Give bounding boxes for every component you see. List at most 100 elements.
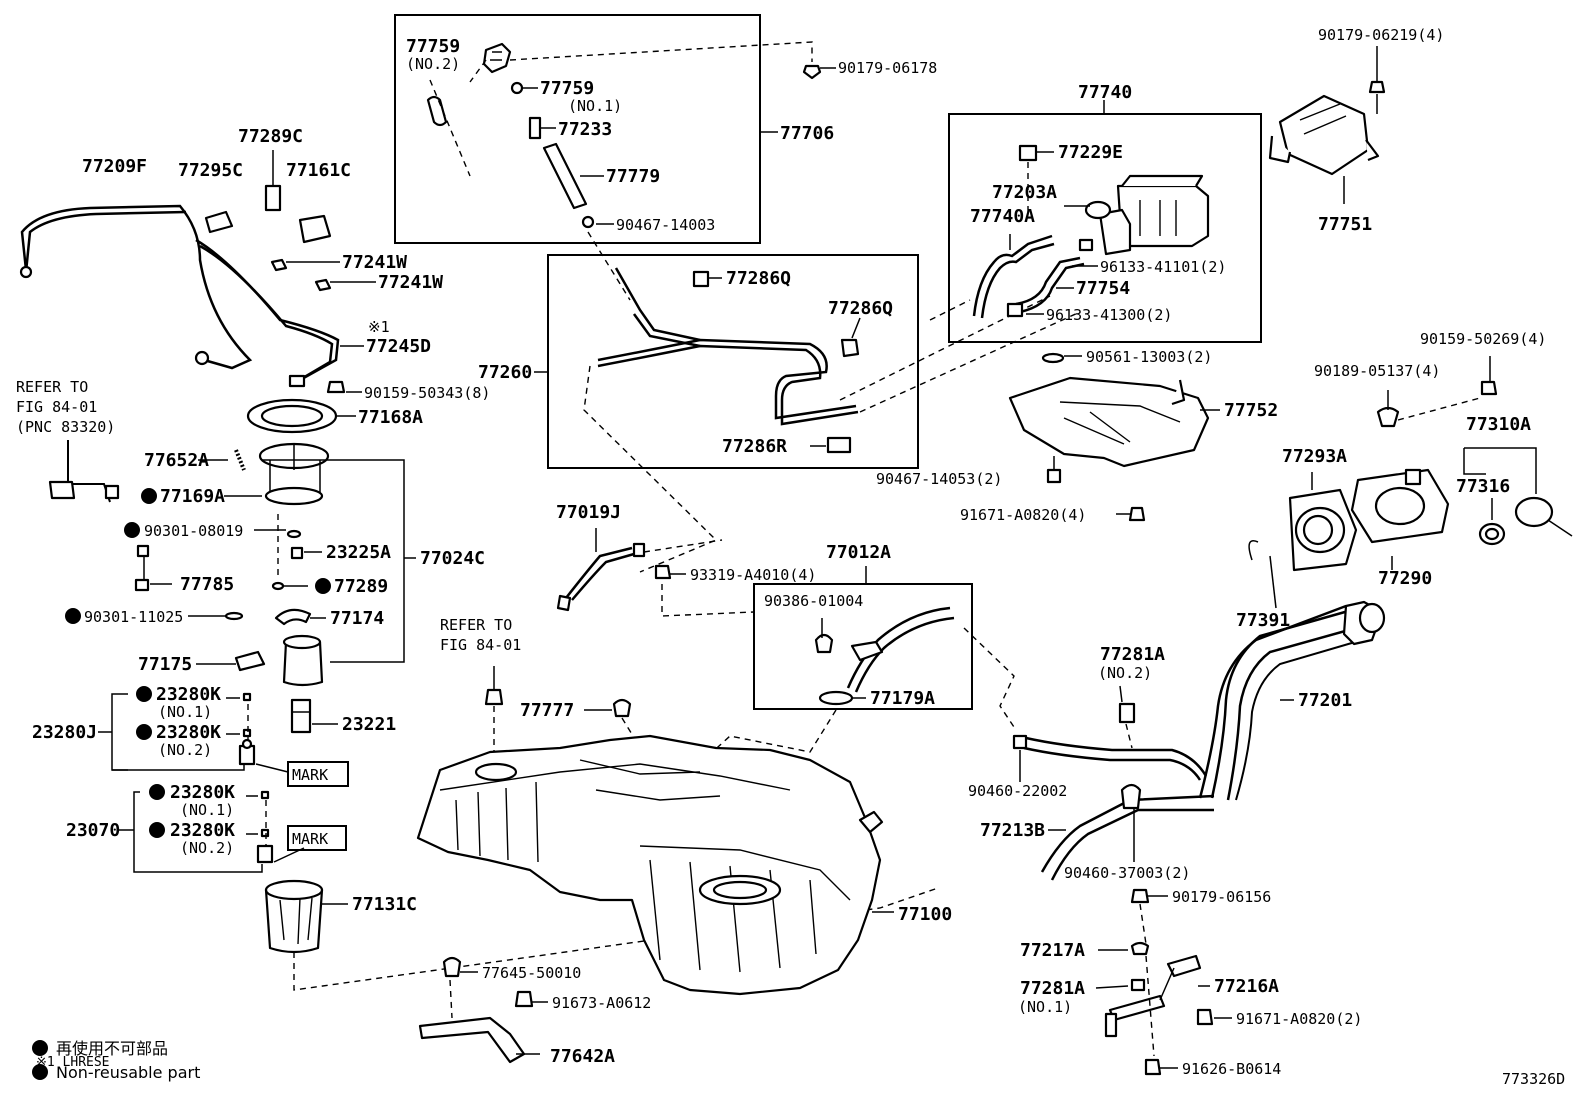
- part-77241W-clip-a: [270, 258, 288, 272]
- part-oring-a: [242, 692, 252, 702]
- legend-dot: [32, 1064, 48, 1080]
- part-90460-37003-clamp: [1120, 783, 1142, 810]
- part-77759-no1-clamp: [510, 81, 524, 95]
- non-reusable-dot: [141, 488, 157, 504]
- label-77740: 77740: [1078, 82, 1132, 103]
- leader-dash: [707, 709, 837, 757]
- label-90460-22002: 90460-22002: [968, 782, 1067, 800]
- part-23280K-check-valve-a: [238, 738, 256, 766]
- part-77645-50010-clip: [442, 956, 462, 978]
- label-77652A: 77652A: [144, 450, 209, 471]
- label-77286Q-a: 77286Q: [726, 268, 791, 289]
- label-77316: 77316: [1456, 476, 1510, 497]
- part-77759-no2-hose: [426, 95, 448, 127]
- leader: [1387, 356, 1491, 410]
- leader: [112, 764, 245, 771]
- leader-dash-77740-b: [859, 311, 1081, 413]
- leader: [246, 795, 258, 835]
- leader-dash-77759-clip: [469, 59, 487, 83]
- part-77754-hose: [1015, 256, 1085, 314]
- label-77203A: 77203A: [992, 182, 1057, 203]
- part-77201-filler-pipe: [1198, 600, 1386, 801]
- part-77260-fuel-lines: [597, 267, 859, 426]
- label-77241W-b: 77241W: [378, 272, 443, 293]
- label-23280K-c-sub: (NO.1): [180, 801, 234, 819]
- label-96133-41101: 96133-41101(2): [1100, 258, 1226, 276]
- part-77295C-clamp: [204, 210, 234, 234]
- part-91626-B0614-bolt: [1144, 1058, 1162, 1076]
- label-77174: 77174: [330, 608, 384, 629]
- label-77233: 77233: [558, 119, 612, 140]
- part-77652A-spring: [234, 449, 246, 471]
- label-93319-A4010: 93319-A4010(4): [690, 566, 816, 584]
- label-77100: 77100: [898, 904, 952, 925]
- part-77169A-plate-assembly: [258, 442, 330, 506]
- leader: [851, 317, 861, 339]
- label-77293A: 77293A: [1282, 446, 1347, 467]
- label-77131C: 77131C: [352, 894, 417, 915]
- bracket-23070: [118, 791, 263, 873]
- part-oring-c: [260, 790, 270, 800]
- part-90460-22002-clamp: [1012, 734, 1028, 750]
- label-77241W-a: 77241W: [342, 252, 407, 273]
- part-90467-14003-clip: [581, 215, 595, 229]
- label-77213B: 77213B: [980, 820, 1045, 841]
- label-77759-no2-sub: (NO.2): [406, 55, 460, 73]
- part-77316-gasket: [1478, 522, 1506, 546]
- part-23280K-check-valve-b: [256, 844, 274, 864]
- part-77391-clip: [1248, 540, 1259, 561]
- label-23070: 23070: [66, 820, 120, 841]
- label-77642A: 77642A: [550, 1046, 615, 1067]
- part-breather-hose: [1023, 736, 1208, 781]
- label-77289: 77289: [334, 576, 388, 597]
- non-reusable-dot: [149, 822, 165, 838]
- label-90386-01004: 90386-01004: [764, 592, 863, 610]
- leader-dash-14003: [587, 231, 631, 301]
- part-77286R-clip: [826, 436, 852, 454]
- part-90301-11025-oring: [224, 611, 244, 621]
- label-77281A-no2: 77281A: [1100, 644, 1165, 665]
- label-23225A: 23225A: [326, 542, 391, 563]
- part-oring-b: [242, 728, 252, 738]
- part-reference-sensor-harness: [48, 440, 120, 503]
- label-77286R: 77286R: [722, 436, 787, 457]
- label-23280K-d: 23280K: [170, 820, 235, 841]
- label-91671-A0820-2: 91671-A0820(2): [1236, 1010, 1362, 1028]
- refer-b-line2: FIG 84-01: [440, 636, 521, 654]
- mark-box-2: [287, 825, 347, 851]
- label-23280K-b-sub: (NO.2): [158, 741, 212, 759]
- label-77168A: 77168A: [358, 407, 423, 428]
- leader-dash: [449, 979, 453, 1019]
- part-91673-A0612-bolt: [514, 990, 534, 1008]
- leader: [226, 697, 240, 735]
- non-reusable-dot: [136, 724, 152, 740]
- part-77281A-no1-clip: [1130, 978, 1146, 992]
- part-77310A-cap: [1514, 496, 1573, 537]
- leader-dash-77131C: [293, 887, 939, 991]
- part-77131C-cup: [264, 879, 324, 954]
- label-77281A-no1-sub: (NO.1): [1018, 998, 1072, 1016]
- label-23280K-d-sub: (NO.2): [180, 839, 234, 857]
- leader-dash-77759-no2: [429, 79, 471, 177]
- label-90179-06178: 90179-06178: [838, 59, 937, 77]
- part-77759-no2-clip: [482, 42, 512, 74]
- part-77179A-gasket: [818, 690, 854, 706]
- non-reusable-dot: [124, 522, 140, 538]
- label-77295C: 77295C: [178, 160, 243, 181]
- part-90159-50269-screw: [1480, 380, 1498, 396]
- label-77019J: 77019J: [556, 502, 621, 523]
- legend-marker-note: ※1 LHRESE: [36, 1055, 110, 1070]
- label-90467-14003: 90467-14003: [616, 216, 715, 234]
- label-77161C: 77161C: [286, 160, 351, 181]
- refer-a-line1: REFER TO: [16, 378, 88, 396]
- part-77740A-hose: [972, 234, 1055, 319]
- label-77201: 77201: [1298, 690, 1352, 711]
- label-23280K-b: 23280K: [156, 722, 221, 743]
- label-90189-05137: 90189-05137(4): [1314, 362, 1440, 380]
- legend-non-reusable-jp: 再使用不可部品: [56, 1039, 168, 1058]
- part-90159-50343-bolt: [326, 380, 346, 394]
- label-77645-50010: 77645-50010: [482, 964, 581, 982]
- part-77161C-connector: [298, 214, 332, 244]
- part-90189-05137-clip: [1376, 406, 1400, 428]
